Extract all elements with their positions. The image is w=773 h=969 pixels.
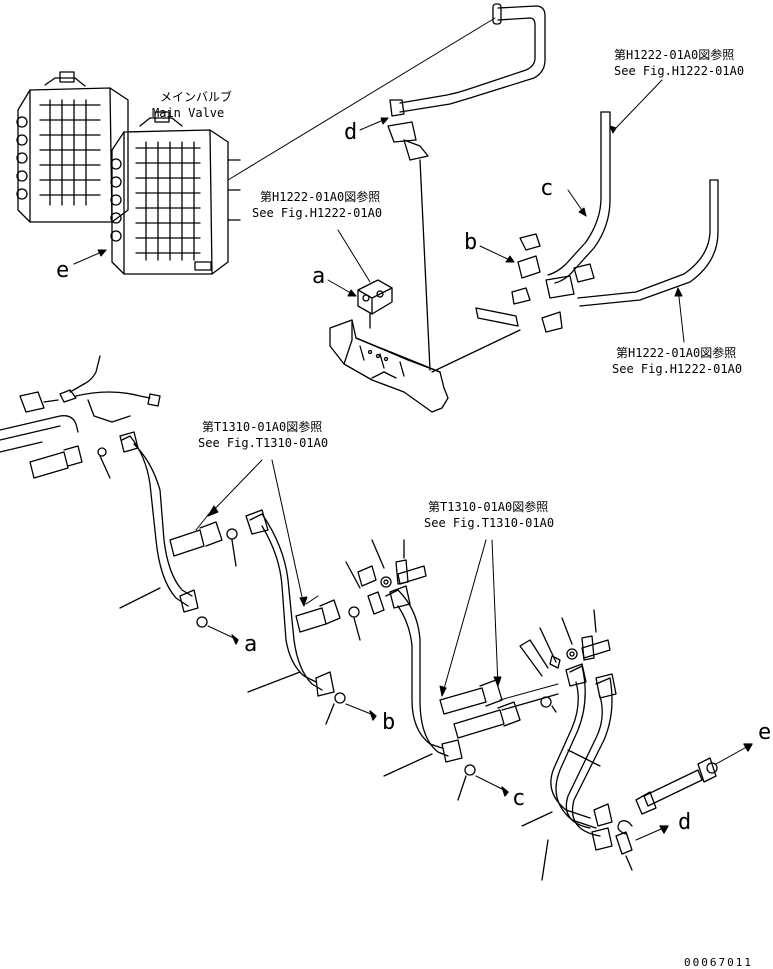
callout-a-bracket: a: [312, 264, 326, 289]
callout-a-hose: a: [244, 632, 258, 657]
hose-c: [383, 585, 509, 801]
callout-e-valve: e: [56, 258, 70, 283]
front-spool-ports: [110, 141, 241, 271]
hose-e: [635, 743, 753, 815]
hose-a: [119, 431, 239, 645]
main-valve-label-ja: メインバルブ: [160, 90, 233, 104]
fitting-center: [295, 539, 427, 641]
main-valve-assembly: [16, 71, 241, 275]
fitting-center-left: [169, 509, 238, 567]
ref-h1222-top-en: See Fig.H1222-01A0: [614, 64, 745, 78]
frame-plate: [329, 319, 521, 413]
callout-c-pipe: c: [540, 176, 554, 201]
ref-h1222-right-en: See Fig.H1222-01A0: [612, 362, 743, 376]
ref-h1222-mid-ja: 第H1222-01A0図参照: [260, 190, 381, 204]
bracket-a: [357, 279, 393, 329]
drawing-number: 00067011: [684, 956, 753, 969]
callout-d-hose: d: [678, 810, 692, 835]
callout-c-hose: c: [512, 786, 526, 811]
callout-b-pipe: b: [464, 230, 478, 255]
fitting-left: [29, 445, 111, 479]
hose-b: [245, 509, 377, 725]
callout-b-hose: b: [382, 710, 396, 735]
leader-line-valve-to-pipe: [227, 17, 496, 181]
hoses-d-e: [521, 663, 669, 881]
ref-t1310-right-en: See Fig.T1310-01A0: [424, 516, 555, 530]
steel-pipe-d: [387, 3, 546, 371]
rear-spool-ports: [16, 99, 101, 206]
reference-leaders: [73, 79, 685, 697]
ref-h1222-mid-en: See Fig.H1222-01A0: [252, 206, 383, 220]
main-valve-label-en: Main Valve: [152, 106, 225, 120]
ref-h1222-right-ja: 第H1222-01A0図参照: [616, 346, 737, 360]
wire-harness: [0, 355, 161, 453]
ref-t1310-left-ja: 第T1310-01A0図参照: [202, 420, 323, 434]
ref-h1222-top-ja: 第H1222-01A0図参照: [614, 48, 735, 62]
callout-d-pipe: d: [344, 120, 358, 145]
callout-e-hose: e: [758, 720, 772, 745]
ref-t1310-right-ja: 第T1310-01A0図参照: [428, 500, 549, 514]
ref-t1310-left-en: See Fig.T1310-01A0: [198, 436, 329, 450]
steel-pipes-b-c: [475, 111, 719, 333]
fitting-right-group: [439, 609, 611, 739]
